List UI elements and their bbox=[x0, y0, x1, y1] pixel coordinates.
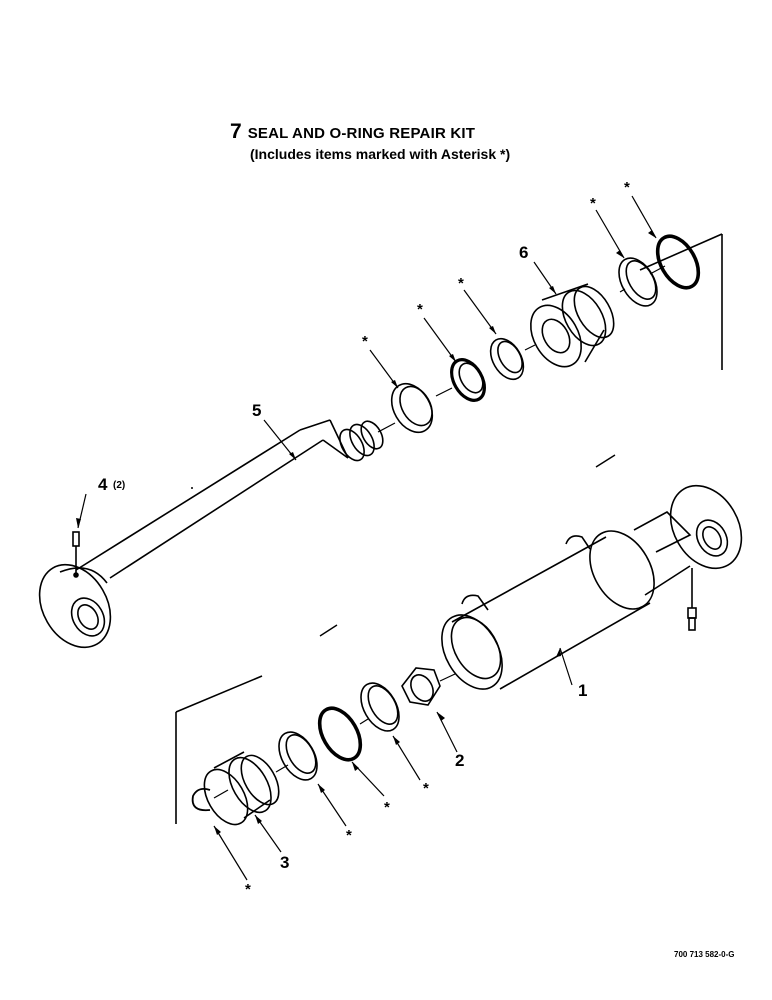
gland-nut bbox=[401, 667, 441, 706]
callout-item-5: 5 bbox=[252, 401, 261, 420]
callout-item-2: 2 bbox=[455, 751, 464, 770]
rod-seal-1 bbox=[390, 382, 434, 434]
piston bbox=[529, 283, 615, 368]
gland-seal-1 bbox=[360, 682, 400, 732]
piston-seal-ring bbox=[618, 257, 658, 307]
rod-seal-3 bbox=[489, 337, 525, 381]
callout-item-3: 3 bbox=[280, 853, 289, 872]
callout-item-4: 4 bbox=[98, 475, 108, 494]
gland-seal-2 bbox=[278, 731, 318, 781]
rod-seal-2 bbox=[450, 358, 486, 402]
grease-fitting-barrel bbox=[687, 568, 697, 631]
snap-ring bbox=[191, 787, 211, 812]
asterisk-marker: * bbox=[624, 179, 630, 196]
piston-rod bbox=[75, 419, 396, 579]
gland-o-ring bbox=[317, 706, 363, 762]
callout-item-1: 1 bbox=[578, 681, 587, 700]
exploded-view-frame bbox=[175, 233, 723, 824]
piston-o-ring bbox=[655, 234, 701, 290]
asterisk-marker: * bbox=[346, 827, 352, 844]
asterisk-marker: * bbox=[458, 275, 464, 292]
stray-mark bbox=[191, 487, 193, 489]
kit-item-number: 7 bbox=[230, 120, 242, 143]
callout-item-4-qty: (2) bbox=[113, 480, 125, 491]
asterisk-marker: * bbox=[362, 333, 368, 350]
callout-item-6: 6 bbox=[519, 243, 528, 262]
cylinder-cap-eye bbox=[633, 484, 743, 596]
callout-labels: 1 2 3 4 (2) 5 6 * * * * * * * * * bbox=[98, 179, 630, 898]
grease-fitting-rod bbox=[72, 531, 80, 578]
assembly-axis-dashed bbox=[319, 454, 616, 637]
asterisk-marker: * bbox=[245, 881, 251, 898]
asterisk-marker: * bbox=[590, 195, 596, 212]
repair-kit-header: 7 SEAL AND O-RING REPAIR KIT (Includes it… bbox=[230, 120, 510, 162]
kit-subtitle: (Includes items marked with Asterisk *) bbox=[250, 146, 511, 162]
drawing-number: 700 713 582-0-G bbox=[674, 950, 735, 959]
cylinder-barrel bbox=[441, 530, 655, 690]
kit-title: SEAL AND O-RING REPAIR KIT bbox=[247, 125, 476, 142]
asterisk-marker: * bbox=[423, 780, 429, 797]
asterisk-marker: * bbox=[384, 799, 390, 816]
leader-arrowheads bbox=[76, 230, 656, 835]
rod-eye bbox=[38, 563, 112, 649]
gland bbox=[203, 751, 280, 826]
asterisk-marker: * bbox=[417, 301, 423, 318]
